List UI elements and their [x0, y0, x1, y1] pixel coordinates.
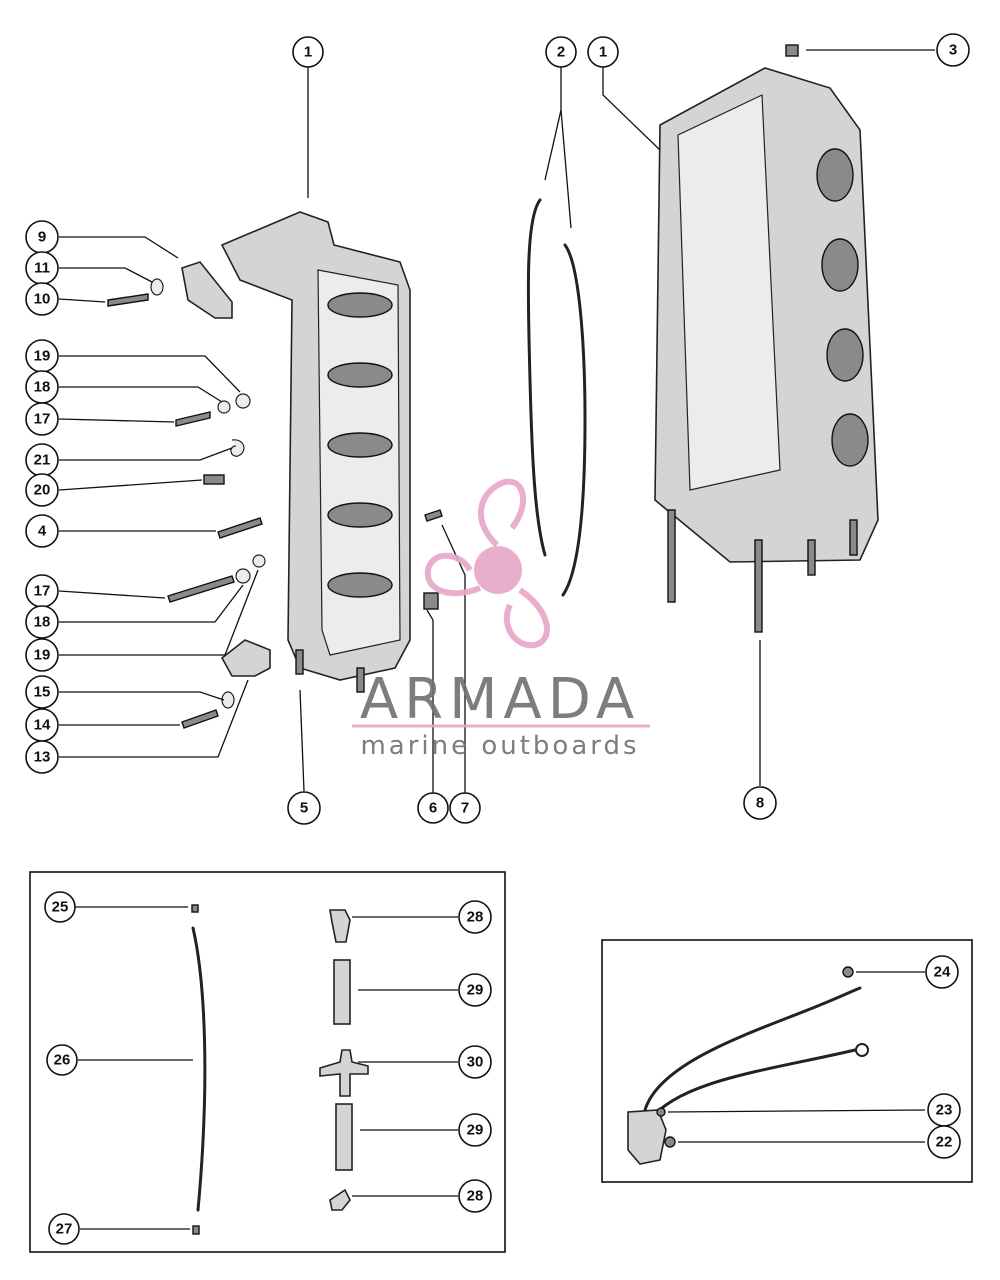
svg-text:8: 8	[756, 795, 764, 812]
callout-2: 2	[545, 36, 577, 68]
svg-text:19: 19	[34, 647, 51, 664]
svg-text:17: 17	[34, 583, 51, 600]
callout-18: 18	[25, 370, 59, 404]
callout-9: 9	[25, 220, 59, 254]
callout-29: 29	[458, 973, 492, 1007]
svg-text:10: 10	[34, 291, 51, 308]
callout-1: 1	[587, 36, 619, 68]
callout-28: 28	[458, 900, 492, 934]
inset-right	[601, 939, 973, 1183]
svg-text:6: 6	[429, 800, 437, 817]
svg-text:28: 28	[467, 1188, 484, 1205]
callout-3: 3	[936, 33, 970, 67]
callout-29: 29	[458, 1113, 492, 1147]
propeller-logo-icon	[424, 478, 550, 649]
callout-20: 20	[25, 473, 59, 507]
callout-19: 19	[25, 638, 59, 672]
svg-text:7: 7	[461, 800, 469, 817]
callout-5: 5	[287, 791, 321, 825]
callout-10: 10	[25, 282, 59, 316]
callout-17: 17	[25, 402, 59, 436]
callout-27: 27	[48, 1213, 80, 1245]
callout-6: 6	[417, 792, 449, 824]
svg-text:21: 21	[34, 452, 51, 469]
svg-text:20: 20	[34, 482, 51, 499]
svg-text:23: 23	[936, 1102, 953, 1119]
svg-text:25: 25	[52, 899, 69, 916]
crankcase-bearing-bores	[327, 292, 393, 598]
callout-15: 15	[25, 675, 59, 709]
callout-8: 8	[743, 786, 777, 820]
watermark-brand: ARMADA	[360, 667, 640, 732]
callouts: 1 2 1 3 9 11 10 19 18 17 21 20 4 17 18 1…	[25, 33, 970, 1245]
callout-25: 25	[44, 891, 76, 923]
svg-text:24: 24	[934, 964, 951, 981]
svg-text:17: 17	[34, 411, 51, 428]
svg-text:26: 26	[54, 1052, 71, 1069]
svg-text:18: 18	[34, 614, 51, 631]
cylinder-ports	[816, 148, 869, 467]
callout-14: 14	[25, 708, 59, 742]
svg-text:3: 3	[949, 42, 957, 59]
callout-19: 19	[25, 339, 59, 373]
leader-lines	[58, 49, 935, 793]
cylinder-block-right	[654, 67, 879, 633]
callout-11: 11	[25, 251, 59, 285]
watermark-tagline: marine outboards	[360, 731, 639, 761]
svg-text:18: 18	[34, 379, 51, 396]
svg-text:14: 14	[34, 717, 51, 734]
seal-strips	[526, 198, 587, 597]
armada-watermark: ARMADA marine outboards	[352, 478, 650, 761]
svg-text:30: 30	[467, 1054, 484, 1071]
svg-text:11: 11	[34, 260, 50, 277]
callout-18: 18	[25, 605, 59, 639]
svg-text:22: 22	[936, 1134, 953, 1151]
callout-13: 13	[25, 740, 59, 774]
svg-text:19: 19	[34, 348, 51, 365]
svg-text:4: 4	[38, 523, 47, 540]
svg-text:27: 27	[56, 1221, 73, 1238]
svg-text:1: 1	[304, 44, 312, 61]
callout-23: 23	[927, 1093, 961, 1127]
svg-text:2: 2	[557, 44, 565, 61]
svg-text:28: 28	[467, 909, 484, 926]
svg-text:5: 5	[300, 800, 308, 817]
svg-text:9: 9	[38, 229, 46, 246]
svg-text:29: 29	[467, 982, 484, 999]
callout-1: 1	[292, 36, 324, 68]
crankcase-half-left	[220, 211, 411, 693]
callout-17: 17	[25, 574, 59, 608]
callout-7: 7	[449, 792, 481, 824]
small-parts	[107, 44, 799, 729]
callout-4: 4	[25, 514, 59, 548]
callout-21: 21	[25, 443, 59, 477]
callout-26: 26	[46, 1044, 78, 1076]
svg-text:1: 1	[599, 44, 607, 61]
inset-left	[29, 871, 506, 1253]
svg-text:29: 29	[467, 1122, 484, 1139]
callout-28: 28	[458, 1179, 492, 1213]
svg-text:13: 13	[34, 749, 51, 766]
callout-22: 22	[927, 1125, 961, 1159]
svg-text:15: 15	[34, 684, 51, 701]
callout-24: 24	[925, 955, 959, 989]
callout-30: 30	[458, 1045, 492, 1079]
